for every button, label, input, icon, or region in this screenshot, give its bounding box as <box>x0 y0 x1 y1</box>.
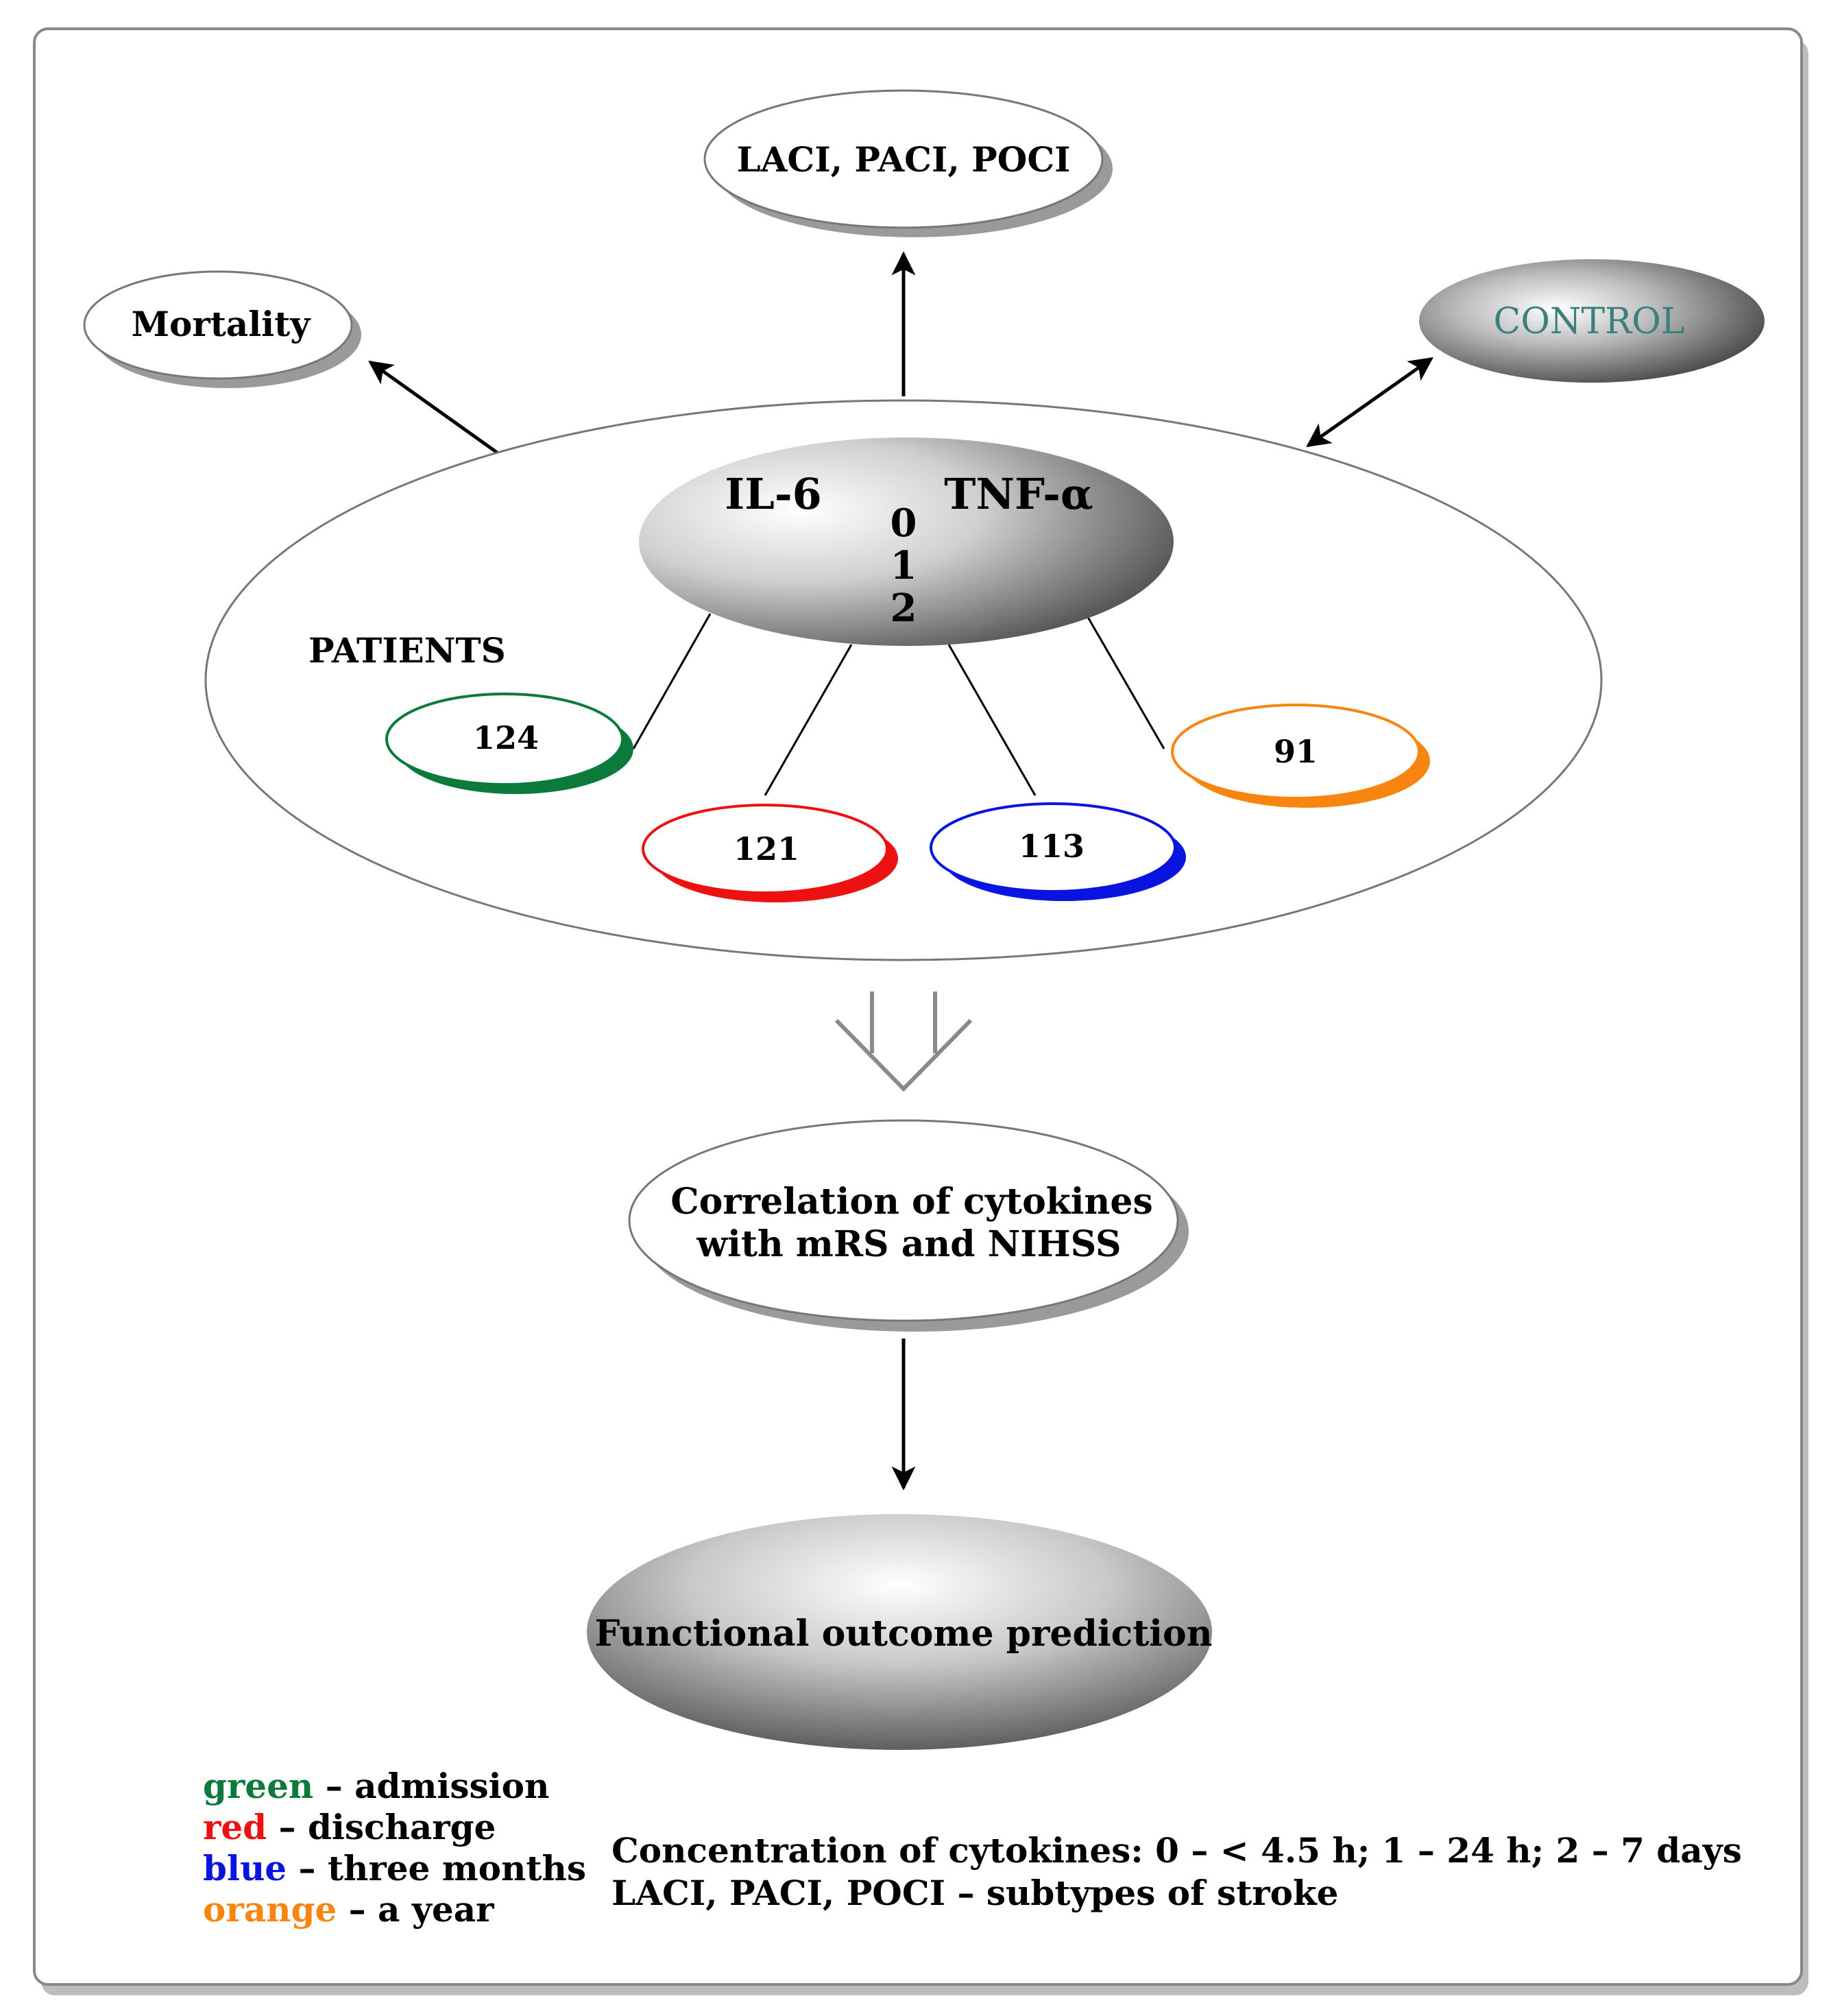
hub-connectors <box>632 613 1165 796</box>
timepoint-1: 1 <box>891 543 917 588</box>
prediction-label: Functional outcome prediction <box>594 1613 1212 1655</box>
tnf-label: TNF-α <box>944 469 1093 519</box>
count-discharge-value: 121 <box>734 830 799 867</box>
control-node: CONTROL <box>1419 259 1765 383</box>
stroke-subtypes-node: LACI, PACI, POCI <box>703 89 1113 237</box>
note-subtypes: LACI, PACI, POCI – subtypes of stroke <box>611 1873 1338 1913</box>
timepoint-2: 2 <box>891 586 917 631</box>
count-three-months-value: 113 <box>1019 828 1085 865</box>
legend-admission: green – admission <box>203 1766 549 1806</box>
il6-label: IL-6 <box>725 469 821 519</box>
mortality-node: Mortality <box>83 270 361 388</box>
arrow-to-mortality <box>368 360 500 456</box>
mortality-label: Mortality <box>132 304 312 344</box>
count-admission-value: 124 <box>473 719 539 756</box>
correlation-node: Correlation of cytokines with mRS and NI… <box>628 1119 1189 1332</box>
count-one-year: 91 <box>1171 704 1430 808</box>
cytokine-hub: IL-6 TNF-α 0 1 2 <box>639 437 1174 646</box>
stroke-subtypes-label: LACI, PACI, POCI <box>736 139 1070 180</box>
timepoint-0: 0 <box>891 501 917 546</box>
note-concentration: Concentration of cytokines: 0 – < 4.5 h;… <box>611 1830 1742 1871</box>
correlation-line2: with mRS and NIHSS <box>696 1223 1121 1265</box>
count-one-year-value: 91 <box>1274 733 1318 770</box>
patients-label: PATIENTS <box>308 630 506 671</box>
legend-year-color: orange <box>203 1889 337 1930</box>
count-admission: 124 <box>385 693 633 794</box>
control-label: CONTROL <box>1494 301 1685 342</box>
count-discharge: 121 <box>642 804 898 902</box>
legend-admission-color: green <box>203 1766 313 1806</box>
count-three-months: 113 <box>930 802 1186 901</box>
patients-ellipse <box>204 399 1603 961</box>
legend-three-months-color: blue <box>203 1848 287 1888</box>
hollow-down-arrow-icon <box>834 992 973 1092</box>
legend-three-months: blue – three months <box>203 1848 586 1888</box>
legend-year: orange – a year <box>203 1889 494 1930</box>
arrow-control-bidirectional <box>1306 357 1433 448</box>
legend-discharge: red – discharge <box>203 1807 496 1847</box>
legend-discharge-color: red <box>203 1807 267 1847</box>
correlation-line1: Correlation of cytokines <box>670 1181 1152 1223</box>
prediction-node: Functional outcome prediction <box>587 1514 1213 1750</box>
color-legend: green – admission red – discharge blue –… <box>203 1766 586 1930</box>
